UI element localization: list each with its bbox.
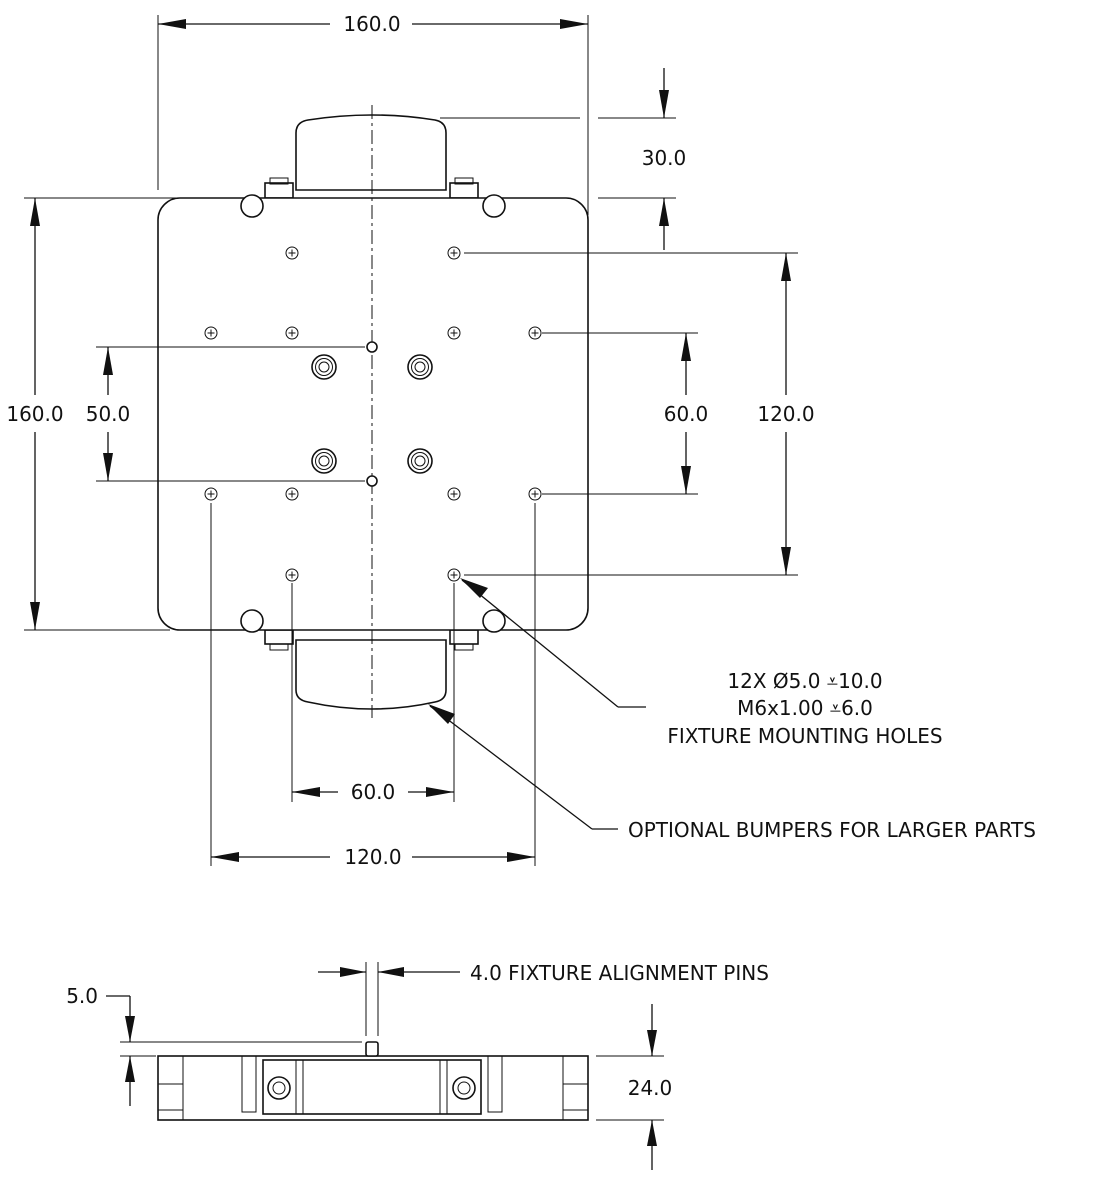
callout-holes: 12X Ø5.0 ⩡10.0 M6x1.00 ⩡6.0 FIXTURE MOUN…	[460, 578, 943, 748]
side-handle	[262, 1059, 482, 1115]
top-handle	[295, 114, 447, 191]
mounting-hole	[447, 568, 461, 582]
bumpers	[240, 194, 506, 633]
mounting-hole	[204, 326, 218, 340]
mounting-hole	[528, 326, 542, 340]
side-pin-height: 5.0	[66, 984, 98, 1008]
dim-pin-spacing: 50.0	[86, 402, 131, 426]
mounting-hole	[447, 487, 461, 501]
mounting-hole	[447, 246, 461, 260]
mounting-holes	[204, 246, 542, 582]
mounting-hole	[285, 246, 299, 260]
dim-overall-width: 160.0	[343, 12, 400, 36]
side-thickness: 24.0	[628, 1076, 673, 1100]
dim-handle-extension: 30.0	[642, 146, 687, 170]
dimensions-side-view: 4.0 FIXTURE ALIGNMENT PINS 5.0 24.0	[66, 961, 769, 1170]
callout-holes-line2: M6x1.00 ⩡6.0	[737, 696, 873, 720]
counterbore	[311, 448, 337, 474]
mounting-hole	[285, 568, 299, 582]
dimensions-top-view: 160.0 30.0 160.0 50.0 60.0	[6, 12, 814, 869]
bottom-handle	[295, 639, 447, 710]
mounting-hole	[285, 487, 299, 501]
mounting-hole	[204, 487, 218, 501]
callout-bumpers-text: OPTIONAL BUMPERS FOR LARGER PARTS	[628, 818, 1036, 842]
side-pin-label: 4.0 FIXTURE ALIGNMENT PINS	[470, 961, 769, 985]
side-view	[157, 1041, 589, 1121]
counterbore	[311, 354, 337, 380]
callout-holes-line1: 12X Ø5.0 ⩡10.0	[727, 669, 882, 693]
counterbored-screws	[311, 354, 433, 474]
callout-holes-line3: FIXTURE MOUNTING HOLES	[667, 724, 942, 748]
dim-outer-vertical: 120.0	[757, 402, 814, 426]
alignment-pins	[366, 341, 378, 487]
mounting-hole	[447, 326, 461, 340]
dim-overall-height: 160.0	[6, 402, 63, 426]
side-alignment-pin	[365, 1041, 379, 1057]
callout-bumpers: OPTIONAL BUMPERS FOR LARGER PARTS	[428, 704, 1036, 842]
dim-outer-horizontal: 120.0	[344, 845, 401, 869]
counterbore	[407, 448, 433, 474]
dim-inner-vertical: 60.0	[664, 402, 709, 426]
top-view	[157, 105, 589, 718]
base-plate	[157, 197, 589, 631]
counterbore	[407, 354, 433, 380]
dim-inner-horizontal: 60.0	[351, 780, 396, 804]
mounting-hole	[528, 487, 542, 501]
mounting-hole	[285, 326, 299, 340]
